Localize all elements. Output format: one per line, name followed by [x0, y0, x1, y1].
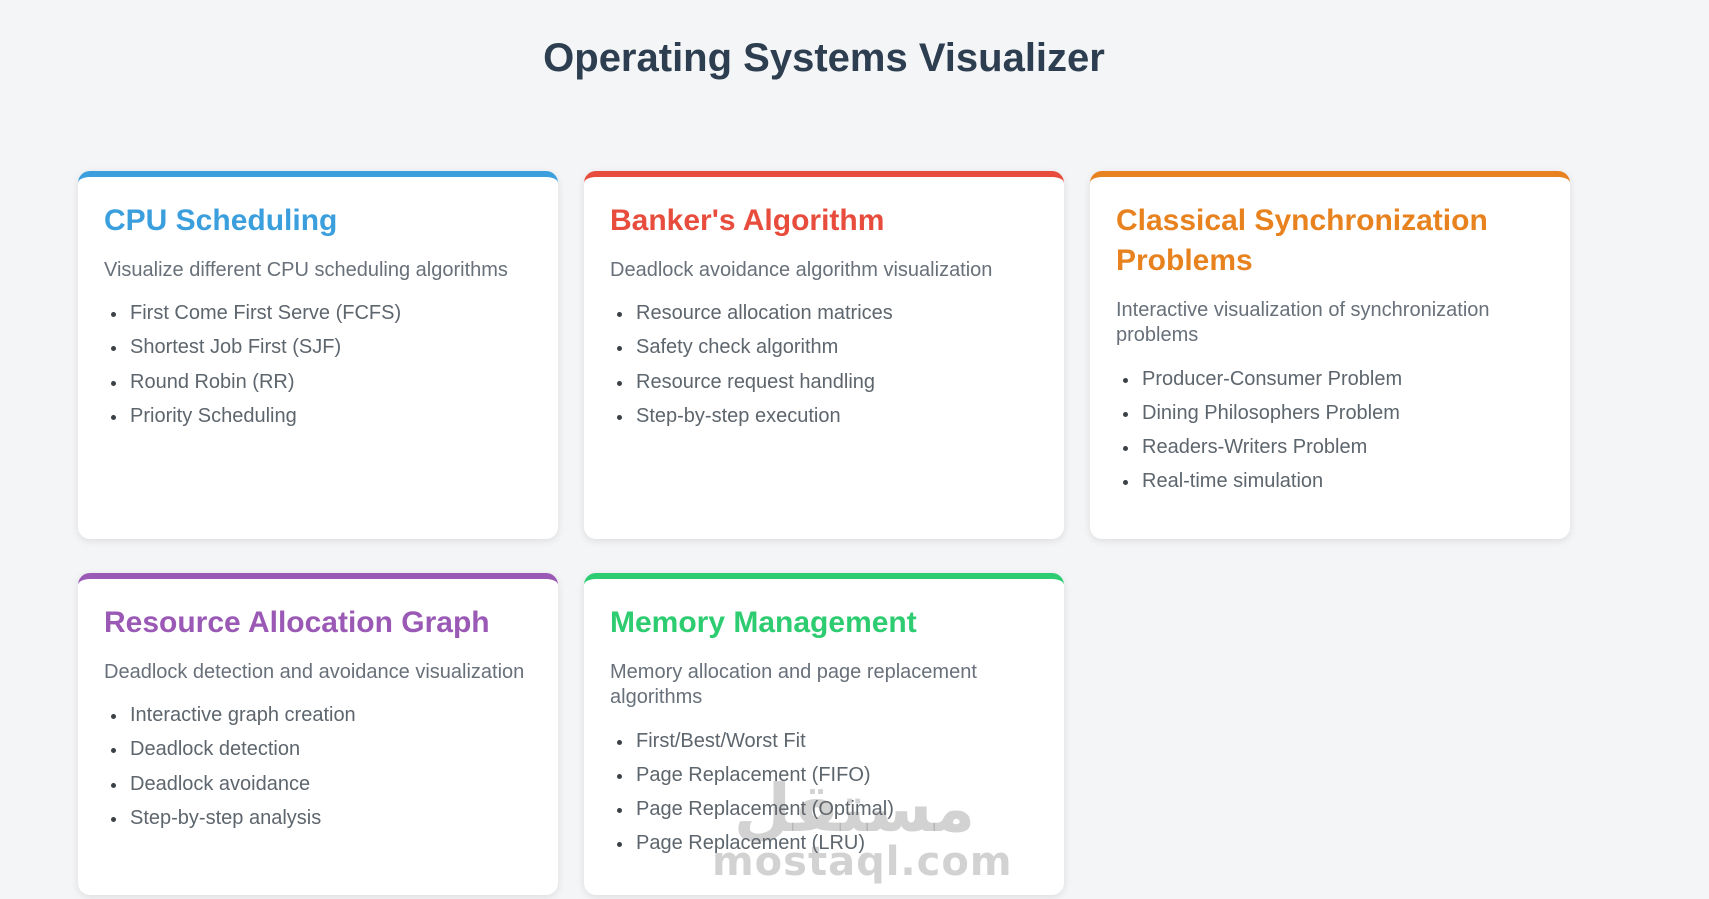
card-title: CPU Scheduling — [104, 204, 338, 237]
feature-item: Page Replacement (Optimal) — [634, 798, 1038, 821]
feature-item: Resource request handling — [634, 371, 1038, 394]
card-description: Interactive visualization of synchroniza… — [1116, 298, 1490, 347]
feature-item: Priority Scheduling — [128, 405, 532, 428]
card-description: Deadlock avoidance algorithm visualizati… — [610, 258, 993, 281]
card-title: Classical Synchronization Problems — [1116, 204, 1488, 277]
feature-item: Round Robin (RR) — [128, 371, 532, 394]
card-title: Resource Allocation Graph — [104, 606, 490, 639]
feature-item: Step-by-step execution — [634, 405, 1038, 428]
feature-item: Real-time simulation — [1140, 470, 1544, 493]
feature-item: Dining Philosophers Problem — [1140, 402, 1544, 425]
card-description: Memory allocation and page replacement a… — [610, 660, 977, 709]
feature-item: Page Replacement (FIFO) — [634, 764, 1038, 787]
feature-item: Producer-Consumer Problem — [1140, 368, 1544, 391]
feature-item: First/Best/Worst Fit — [634, 730, 1038, 753]
feature-item: Safety check algorithm — [634, 336, 1038, 359]
feature-item: Readers-Writers Problem — [1140, 436, 1544, 459]
feature-item: Resource allocation matrices — [634, 302, 1038, 325]
feature-item: First Come First Serve (FCFS) — [128, 302, 532, 325]
feature-item: Deadlock avoidance — [128, 773, 532, 796]
cards-grid: CPU Scheduling Visualize different CPU s… — [78, 171, 1570, 895]
page-title: Operating Systems Visualizer — [543, 36, 1105, 80]
feature-list: First Come First Serve (FCFS) Shortest Jo… — [104, 302, 532, 428]
feature-list: Interactive graph creationDeadlock detec… — [104, 704, 532, 830]
card-bankers-algorithm[interactable]: Banker's Algorithm Deadlock avoidance al… — [584, 171, 1064, 539]
card-resource-allocation-graph[interactable]: Resource Allocation Graph Deadlock detec… — [78, 573, 558, 895]
card-memory-management[interactable]: Memory Management Memory allocation and … — [584, 573, 1064, 895]
feature-list: Resource allocation matricesSafety check… — [610, 302, 1038, 428]
feature-item: Deadlock detection — [128, 738, 532, 761]
feature-list: Producer-Consumer ProblemDining Philosop… — [1116, 368, 1544, 494]
feature-item: Page Replacement (LRU) — [634, 832, 1038, 855]
card-title: Memory Management — [610, 606, 917, 639]
card-description: Deadlock detection and avoidance visuali… — [104, 660, 525, 683]
feature-item: Shortest Job First (SJF) — [128, 336, 532, 359]
feature-list: First/Best/Worst FitPage Replacement (FI… — [610, 730, 1038, 856]
card-cpu-scheduling[interactable]: CPU Scheduling Visualize different CPU s… — [78, 171, 558, 539]
feature-item: Step-by-step analysis — [128, 807, 532, 830]
card-title: Banker's Algorithm — [610, 204, 885, 237]
feature-item: Interactive graph creation — [128, 704, 532, 727]
card-description: Visualize different CPU scheduling algor… — [104, 258, 508, 281]
card-classical-synchronization-problems[interactable]: Classical Synchronization Problems Inter… — [1090, 171, 1570, 539]
